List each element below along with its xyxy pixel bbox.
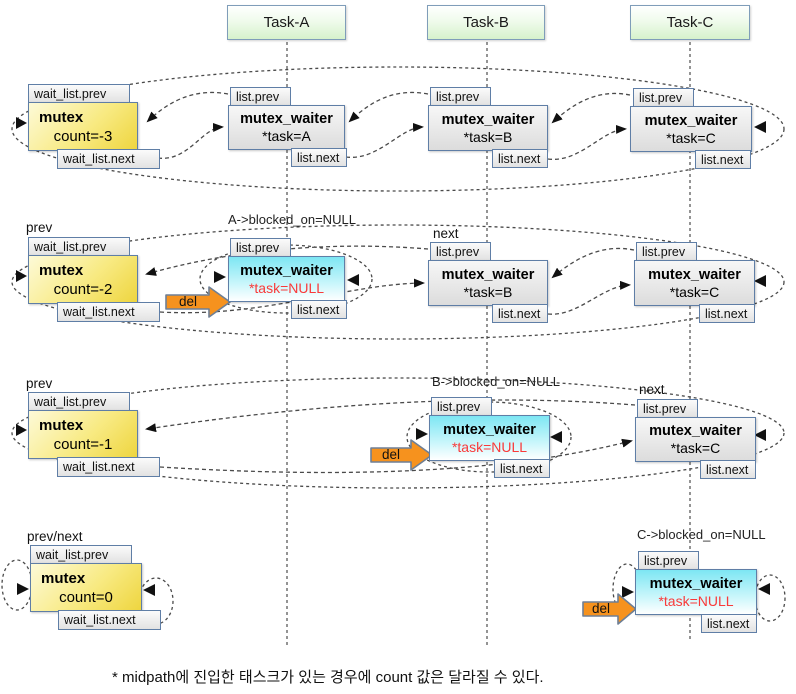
waiter-task-null: *task=NULL	[658, 592, 734, 609]
row4-arrowheads	[17, 583, 770, 598]
next-pointer-label: next	[433, 226, 459, 241]
waiter-b-box-row2: mutex_waiter *task=B	[428, 260, 548, 306]
mutex-title: mutex	[39, 261, 84, 279]
list-prev-tab: list.prev	[636, 242, 697, 261]
mutex-count: count=-2	[53, 280, 113, 298]
waiter-title: mutex_waiter	[441, 111, 535, 128]
del-label: del	[178, 294, 197, 309]
mutex-count: count=0	[59, 588, 113, 606]
list-prev-tab: list.prev	[430, 242, 491, 261]
waiter-title: mutex_waiter	[443, 421, 536, 438]
list-next-tab: list.next	[695, 150, 751, 169]
mutex-title: mutex	[39, 108, 84, 126]
waiter-removed-box-row2: mutex_waiter *task=NULL	[228, 256, 345, 302]
list-prev-tab: list.prev	[230, 238, 291, 257]
wait-list-prev-tab: wait_list.prev	[28, 84, 130, 103]
waiter-title: mutex_waiter	[644, 112, 738, 129]
waiter-task: *task=A	[262, 128, 311, 144]
task-c-label: Task-C	[666, 14, 714, 31]
list-next-tab: list.next	[492, 149, 548, 168]
mutex-box-row2: mutex count=-2	[28, 255, 138, 304]
waiter-c-box-row3: mutex_waiter *task=C	[635, 417, 756, 462]
waiter-b-box-row1: mutex_waiter *task=B	[428, 105, 548, 151]
list-next-tab: list.next	[699, 304, 755, 323]
wait-list-next-tab: wait_list.next	[57, 302, 160, 322]
del-label: del	[381, 447, 400, 462]
list-next-tab: list.next	[492, 304, 548, 323]
del-label: del	[591, 601, 610, 616]
waiter-c-box-row1: mutex_waiter *task=C	[630, 106, 752, 152]
blocked-on-annotation-b: B->blocked_on=NULL	[432, 374, 560, 389]
wait-list-next-tab: wait_list.next	[57, 457, 160, 477]
list-prev-tab: list.prev	[633, 88, 694, 107]
prev-pointer-label: prev	[26, 220, 53, 235]
waiter-title: mutex_waiter	[240, 111, 333, 127]
mutex-box-row1: mutex count=-3	[28, 102, 138, 151]
list-next-tab: list.next	[494, 459, 550, 478]
blocked-on-annotation-a: A->blocked_on=NULL	[228, 212, 356, 227]
waiter-a-box-row1: mutex_waiter *task=A	[228, 105, 345, 150]
waiter-task: *task=C	[666, 129, 716, 146]
waiter-task: *task=B	[463, 283, 513, 300]
waiter-task: *task=B	[463, 128, 513, 145]
waiter-task: *task=C	[669, 283, 720, 300]
waiter-task: *task=C	[670, 440, 721, 456]
wait-list-prev-tab: wait_list.prev	[28, 392, 130, 411]
waiter-title: mutex_waiter	[240, 262, 333, 279]
task-b-header: Task-B	[427, 5, 545, 40]
waiter-title: mutex_waiter	[648, 266, 741, 283]
wait-list-prev-tab: wait_list.prev	[28, 237, 130, 256]
row2-arrowheads	[16, 270, 766, 287]
row1-ellipse-arrowheads	[16, 117, 766, 133]
list-prev-tab: list.prev	[430, 87, 491, 106]
waiter-title: mutex_waiter	[649, 423, 742, 439]
list-prev-tab: list.prev	[230, 87, 291, 106]
list-prev-tab: list.prev	[431, 397, 492, 416]
list-next-tab: list.next	[701, 614, 757, 633]
task-a-label: Task-A	[263, 14, 310, 31]
mutex-title: mutex	[41, 569, 86, 587]
mutex-count: count=-3	[53, 127, 113, 145]
waiter-task-null: *task=NULL	[248, 279, 325, 296]
waiter-removed-box-row4: mutex_waiter *task=NULL	[635, 569, 757, 615]
prev-next-pointer-label: prev/next	[27, 529, 83, 544]
row3-arrowheads	[16, 424, 766, 443]
list-prev-tab: list.prev	[638, 551, 699, 570]
task-lifelines	[286, 42, 691, 646]
task-b-label: Task-B	[463, 14, 509, 31]
mutex-box-row4: mutex count=0	[30, 563, 142, 612]
mutex-count: count=-1	[53, 435, 113, 453]
task-a-header: Task-A	[227, 5, 346, 40]
list-next-tab: list.next	[700, 460, 756, 479]
list-prev-tab: list.prev	[637, 399, 698, 418]
footnote: * midpath에 진입한 태스크가 있는 경우에 count 값은 달라질 …	[112, 669, 544, 686]
del-arrows	[165, 286, 637, 625]
wait-list-prev-tab: wait_list.prev	[30, 545, 132, 564]
del-arrow-row4	[582, 593, 637, 625]
mutex-title: mutex	[39, 416, 84, 434]
waiter-task-null: *task=NULL	[451, 438, 528, 455]
del-arrow-row2	[165, 286, 231, 318]
wait-list-next-tab: wait_list.next	[57, 149, 160, 169]
prev-pointer-label: prev	[26, 376, 53, 391]
next-pointer-label: next	[639, 382, 665, 397]
waiter-c-box-row2: mutex_waiter *task=C	[634, 260, 755, 306]
waiter-title: mutex_waiter	[649, 575, 743, 592]
blocked-on-annotation-c: C->blocked_on=NULL	[637, 527, 766, 542]
waiter-title: mutex_waiter	[441, 266, 535, 283]
waiter-removed-box-row3: mutex_waiter *task=NULL	[429, 415, 550, 461]
del-arrow-row3	[370, 439, 433, 471]
list-next-tab: list.next	[291, 148, 347, 167]
mutex-box-row3: mutex count=-1	[28, 410, 138, 459]
task-c-header: Task-C	[630, 5, 750, 40]
wait-list-next-tab: wait_list.next	[58, 610, 161, 630]
list-next-tab: list.next	[291, 300, 347, 319]
